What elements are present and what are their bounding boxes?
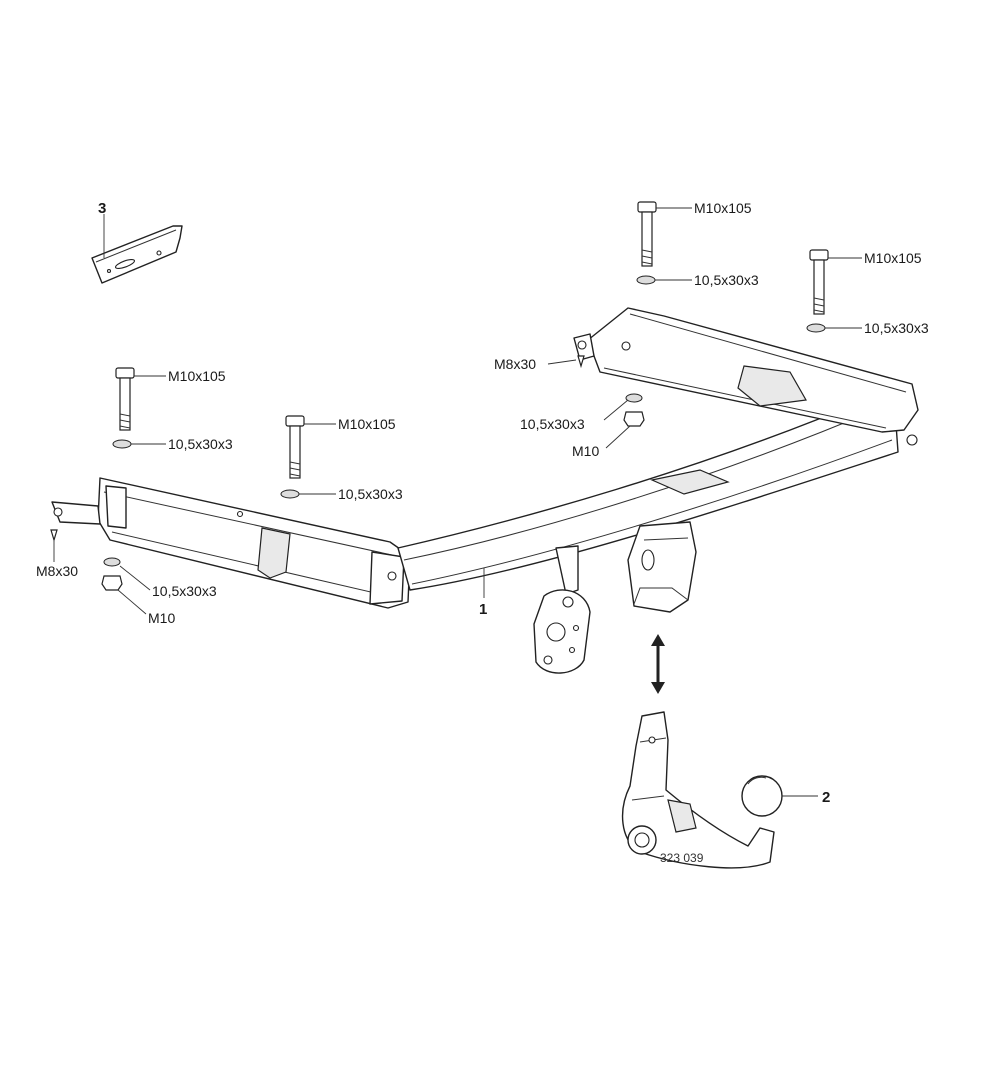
- label-bolt-right-right: M10x105: [864, 250, 922, 266]
- label-washer-left-lower: 10,5x30x3: [152, 583, 217, 599]
- left-mounting-bracket: [51, 477, 411, 609]
- label-bolt-left-left: M10x105: [168, 368, 226, 384]
- socket-plate: [533, 545, 591, 674]
- nut-left: [101, 575, 123, 591]
- right-mounting-bracket: [573, 307, 919, 446]
- washer-right-lower: [625, 393, 643, 403]
- ball-receiver: [627, 521, 697, 613]
- label-washer-left-left: 10,5x30x3: [168, 436, 233, 452]
- tow-ball-neck: [621, 711, 783, 869]
- washer-right-left: [636, 275, 656, 285]
- washer-left-lower: [103, 557, 121, 567]
- label-bolt-right-left: M10x105: [694, 200, 752, 216]
- assembly-direction-arrow: [651, 634, 665, 694]
- callout-ball-number: 2: [822, 789, 830, 806]
- nut-right: [623, 411, 645, 427]
- washer-left-left: [112, 439, 132, 449]
- label-nut-right: M10: [572, 443, 599, 459]
- bolt-right-left: [637, 201, 657, 267]
- washer-right-right: [806, 323, 826, 333]
- screw-left: [50, 529, 58, 543]
- callout-beam-number: 1: [479, 601, 487, 618]
- part-stamp-number: 323 039: [660, 851, 704, 865]
- bolt-right-right: [809, 249, 829, 315]
- label-washer-right-lower: 10,5x30x3: [520, 416, 585, 432]
- bolt-left-right: [285, 415, 305, 479]
- label-washer-left-right: 10,5x30x3: [338, 486, 403, 502]
- bolt-left-left: [115, 367, 135, 431]
- plate-part: [91, 225, 183, 284]
- callout-plate-number: 3: [98, 200, 106, 217]
- washer-left-right: [280, 489, 300, 499]
- label-bolt-left-right: M10x105: [338, 416, 396, 432]
- label-washer-right-left: 10,5x30x3: [694, 272, 759, 288]
- label-washer-right-right: 10,5x30x3: [864, 320, 929, 336]
- label-screw-right: M8x30: [494, 356, 536, 372]
- label-screw-left: M8x30: [36, 563, 78, 579]
- screw-right: [577, 355, 585, 369]
- label-nut-left: M10: [148, 610, 175, 626]
